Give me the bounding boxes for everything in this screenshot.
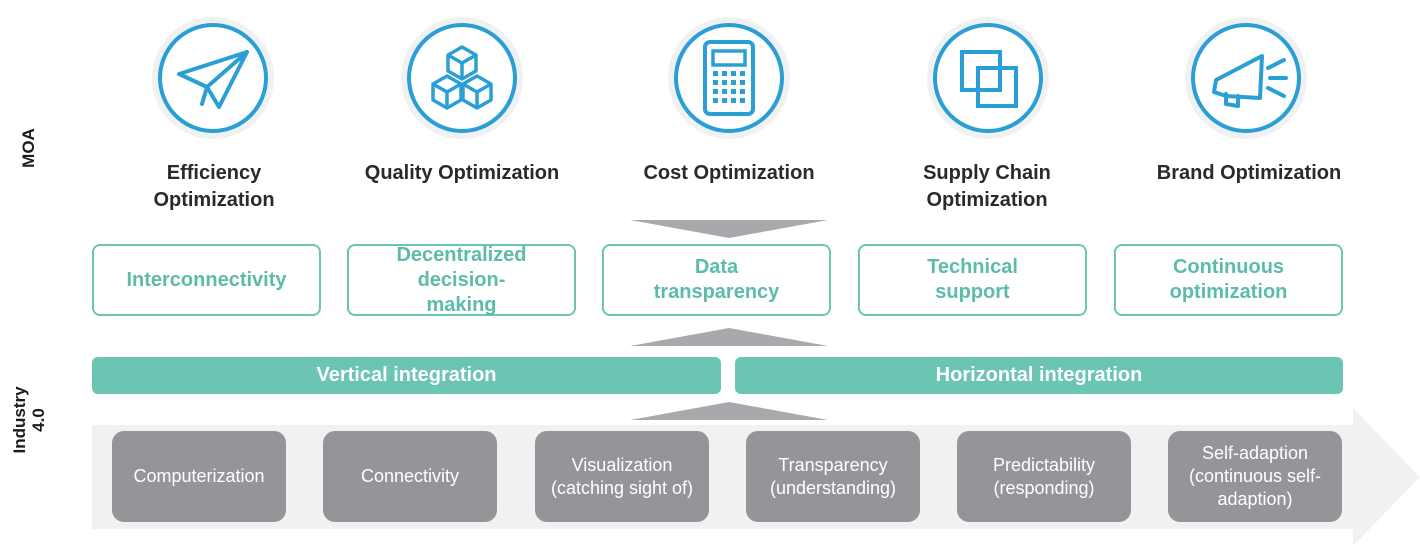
optimization-title-supply-chain: Supply Chain Optimization <box>923 162 1051 211</box>
industry-label: Industry 4.0 <box>10 386 48 454</box>
feature-label: Data transparency <box>653 256 780 303</box>
horizontal-integration-bar: Horizontal integration <box>735 357 1343 394</box>
feature-label: Technical support <box>927 256 1018 303</box>
feature-continuous-optimization: Continuous optimization <box>1114 244 1343 316</box>
stage-label: Connectivity <box>360 466 460 486</box>
integration-label: Horizontal integration <box>935 364 1143 386</box>
stage-connectivity: Connectivity <box>323 431 497 522</box>
arrow-up-triangle-top <box>630 328 828 346</box>
vertical-integration-bar: Vertical integration <box>92 357 721 394</box>
feature-label: Decentralized decision-making <box>396 243 527 316</box>
megaphone-icon <box>1185 17 1307 139</box>
feature-label: Interconnectivity <box>126 268 287 291</box>
moa-label: MOA <box>19 128 38 168</box>
stage-predictability: Predictability (responding) <box>957 431 1131 522</box>
integration-label: Vertical integration <box>316 364 497 386</box>
overlapping-squares-icon <box>927 17 1049 139</box>
stage-label: Predictability (responding) <box>992 454 1096 498</box>
arrow-down-triangle <box>630 220 828 238</box>
stage-label: Visualization (catching sight of) <box>550 454 694 498</box>
optimization-title-quality: Quality Optimization <box>364 162 560 184</box>
stage-self-adaption: Self-adaption (continuous self-adaption) <box>1168 431 1342 522</box>
stage-computerization: Computerization <box>112 431 286 522</box>
stage-visualization: Visualization (catching sight of) <box>535 431 709 522</box>
stage-label: Transparency (understanding) <box>769 454 897 498</box>
stage-transparency: Transparency (understanding) <box>746 431 920 522</box>
optimization-title-brand: Brand Optimization <box>1156 162 1342 184</box>
feature-interconnectivity: Interconnectivity <box>92 244 321 316</box>
stage-label: Self-adaption (continuous self-adaption) <box>1188 443 1322 509</box>
feature-technical-support: Technical support <box>858 244 1087 316</box>
feature-label: Continuous optimization <box>1169 256 1288 303</box>
stage-label: Computerization <box>133 466 265 486</box>
cubes-icon <box>401 17 523 139</box>
optimization-title-cost: Cost Optimization <box>643 162 815 184</box>
arrow-up-triangle-bottom <box>630 402 828 420</box>
feature-decentralized-decision-making: Decentralized decision-making <box>347 244 576 316</box>
paper-plane-icon <box>152 17 274 139</box>
feature-data-transparency: Data transparency <box>602 244 831 316</box>
optimization-title-efficiency: Efficiency Optimization <box>153 162 275 211</box>
calculator-icon <box>668 17 790 139</box>
